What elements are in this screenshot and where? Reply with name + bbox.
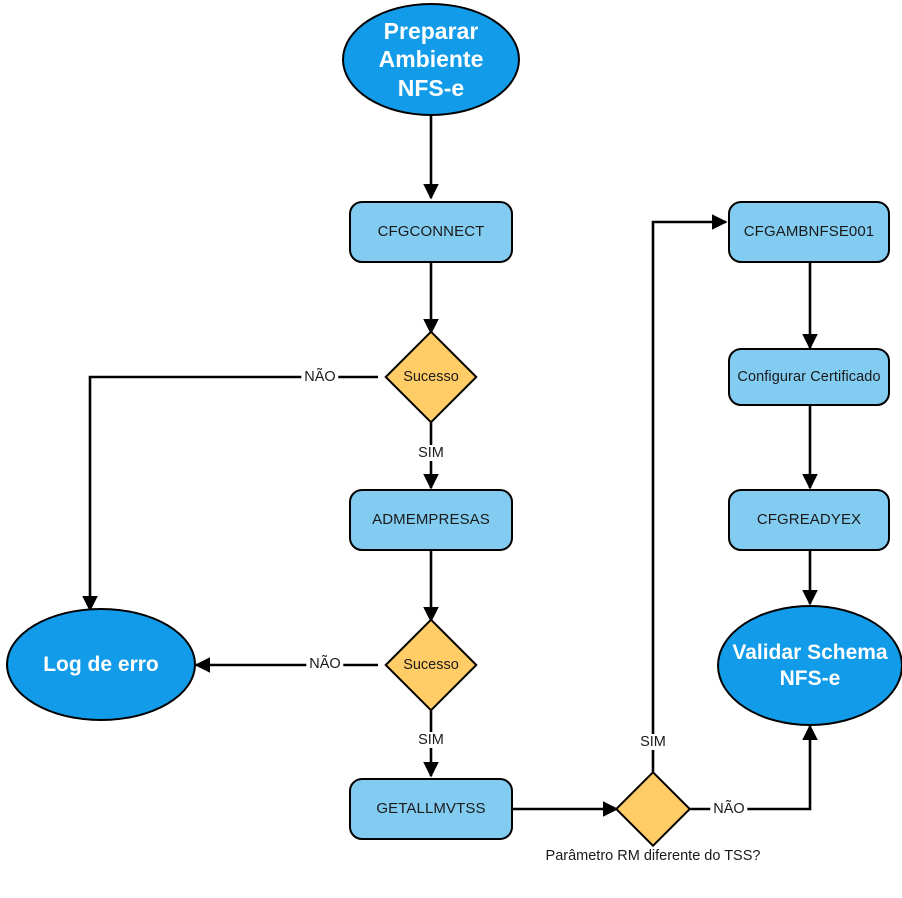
edge-label-dec3-nao: NÃO (710, 801, 748, 817)
node-log-de-erro-label: Log de erro (43, 652, 159, 676)
node-admempresas-label: ADMEMPRESAS (372, 511, 490, 529)
node-validar-line2: NFS-e (779, 666, 841, 690)
node-validar-line1: Validar Schema (732, 640, 888, 664)
decision-1-label: Sucesso (403, 369, 459, 385)
node-cfgconnect[interactable]: CFGCONNECT (349, 201, 513, 263)
decision-3-diamond (614, 770, 692, 848)
node-getallmvtss-label: GETALLMVTSS (376, 800, 486, 818)
node-cfgambnfse001[interactable]: CFGAMBNFSE001 (728, 201, 890, 263)
node-cfgreadyex-label: CFGREADYEX (756, 511, 862, 529)
node-configurar-certificado[interactable]: Configurar Certificado (728, 348, 890, 406)
node-log-de-erro[interactable]: Log de erro (6, 608, 196, 721)
decision-3-question-caption: Parâmetro RM diferente do TSS? (545, 848, 761, 864)
edge-dec3-sim-to-cfgambnfse (651, 214, 728, 774)
node-decision-parametro-rm[interactable] (614, 770, 692, 848)
node-configurar-certificado-label: Configurar Certificado (737, 368, 881, 385)
edge-label-dec3-sim: SIM (637, 734, 669, 750)
node-start-preparar-ambiente[interactable]: Preparar Ambiente NFS-e (342, 3, 520, 116)
edge-label-dec2-nao: NÃO (306, 656, 344, 672)
node-decision-sucesso-1[interactable]: Sucesso (377, 330, 485, 424)
node-decision-sucesso-2[interactable]: Sucesso (377, 618, 485, 712)
node-getallmvtss[interactable]: GETALLMVTSS (349, 778, 513, 840)
node-start-line3: NFS-e (397, 74, 465, 101)
node-start-line1: Preparar (383, 18, 479, 45)
node-cfgambnfse001-label: CFGAMBNFSE001 (743, 223, 875, 241)
node-cfgconnect-label: CFGCONNECT (377, 223, 485, 241)
node-admempresas[interactable]: ADMEMPRESAS (349, 489, 513, 551)
edge-dec3-nao-to-validar (689, 724, 818, 811)
node-cfgreadyex[interactable]: CFGREADYEX (728, 489, 890, 551)
node-validar-schema-nfse[interactable]: Validar Schema NFS-e (717, 605, 902, 726)
edge-label-dec1-nao: NÃO (301, 369, 339, 385)
decision-2-label: Sucesso (403, 657, 459, 673)
node-start-line2: Ambiente (378, 46, 484, 73)
edge-label-dec2-sim: SIM (415, 732, 447, 748)
edge-label-dec1-sim: SIM (415, 445, 447, 461)
edge-dec1-nao-to-logerro (82, 375, 378, 612)
